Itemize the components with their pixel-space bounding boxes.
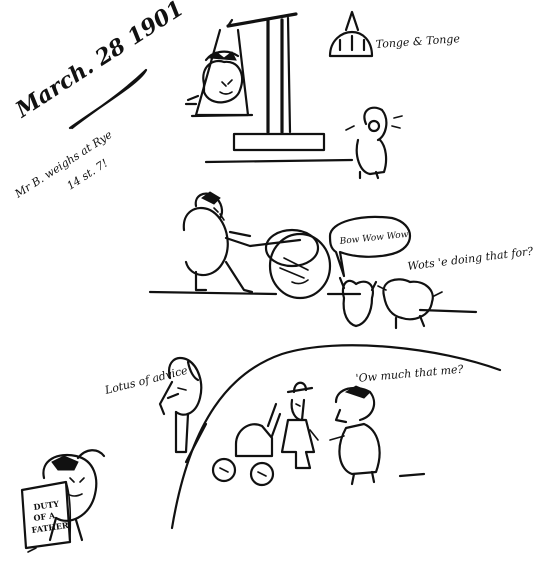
- man-body: [182, 206, 229, 277]
- woman-with-bonnet: [329, 385, 381, 486]
- date-annotation: March. 28 1901 Mr B. weighs at Rye 14 st…: [10, 0, 188, 201]
- man-in-hat: [280, 381, 319, 470]
- lotus-label: Lotus of advice: [103, 364, 190, 397]
- scale-scene: Tonge & Tonge: [184, 10, 461, 180]
- sign-line1: DUTY: [33, 498, 60, 512]
- whats-label: Wots 'e doing that for?: [407, 245, 534, 273]
- scale-base: [232, 132, 326, 152]
- scale-beam: [226, 12, 298, 28]
- counterweight: [328, 10, 374, 58]
- sign-line2: OF A: [33, 510, 57, 523]
- barking-dogs: [338, 276, 443, 330]
- date-text: March. 28 1901: [10, 0, 188, 124]
- duty-sign: DUTY OF A FATHER: [20, 480, 72, 550]
- man-in-pan: [184, 50, 244, 106]
- bow-bubble-text: Bow Wow Wow: [338, 230, 409, 247]
- tonge-label: Tonge & Tonge: [375, 32, 460, 51]
- garden-roller: [264, 228, 332, 300]
- pram: [211, 402, 282, 487]
- man-with-sign: [27, 449, 106, 553]
- roller-scene: Bow Wow Wow Wots 'e doing that for?: [148, 191, 534, 330]
- street-scene: Lotus of advice 'Ow much that me?: [20, 344, 502, 553]
- how-much-label: 'Ow much that me?: [355, 363, 464, 385]
- date-underline: [68, 68, 148, 130]
- small-dog: [345, 106, 403, 180]
- bow-speech-bubble: [328, 215, 411, 278]
- waving-man: [158, 356, 203, 454]
